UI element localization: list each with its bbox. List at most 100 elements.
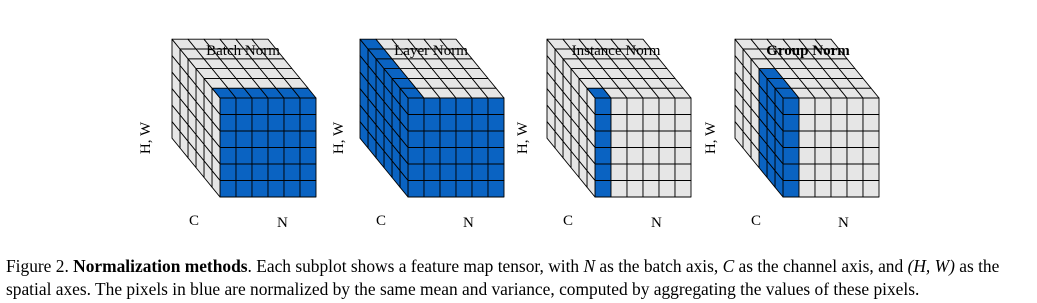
caption-var-c: C [722,256,735,276]
front-cell [674,147,692,165]
front-cell [626,130,644,148]
front-cell [283,163,301,181]
front-cell [471,163,489,181]
front-cell [487,147,505,165]
caption-var-hw: (H, W) [907,256,955,276]
top-cell [626,38,652,50]
front-cell [658,97,676,115]
front-cell [814,147,832,165]
front-cell [455,147,473,165]
front-cell [439,130,457,148]
front-cell [439,147,457,165]
caption-bold-title: Normalization methods [73,256,248,276]
side-cell [171,121,181,149]
front-cell [798,114,816,132]
front-cell [251,163,269,181]
front-cell [267,114,285,132]
front-cell [423,180,441,198]
tensor-cube [359,38,505,198]
front-cell [594,180,612,198]
front-cell [283,97,301,115]
front-cell [407,163,425,181]
front-cell [471,147,489,165]
front-cell [862,130,880,148]
front-cell [610,163,628,181]
front-cell [782,114,800,132]
front-cell [798,147,816,165]
front-cell [846,147,864,165]
caption-prefix: Figure 2. [6,256,74,276]
axis-label-n: N [651,215,662,231]
front-cell [658,163,676,181]
front-cell [626,97,644,115]
front-cell [814,114,832,132]
front-cell [798,180,816,198]
front-cell [798,130,816,148]
top-cell [251,38,277,50]
front-cell [251,130,269,148]
front-cell [846,130,864,148]
front-cell [267,97,285,115]
front-cell [407,97,425,115]
front-cell [798,97,816,115]
front-cell [862,180,880,198]
front-cell [219,147,237,165]
front-cell [455,97,473,115]
front-cell [658,180,676,198]
front-cell [439,163,457,181]
front-cell [299,130,317,148]
front-cell [846,180,864,198]
caption-text: . Each subplot shows a feature map tenso… [247,256,584,276]
front-cell [594,163,612,181]
front-cell [267,163,285,181]
axis-label-c: C [376,213,387,229]
front-cell [455,130,473,148]
panel-title-layer-norm: Layer Norm [394,43,468,59]
front-cell [251,97,269,115]
front-cell [267,147,285,165]
front-cell [674,180,692,198]
front-cell [299,97,317,115]
panel-title-group-norm: Group Norm [766,43,850,59]
front-cell [610,97,628,115]
front-cell [267,130,285,148]
caption-var-n: N [583,256,596,276]
front-cell [423,97,441,115]
side-cell [734,121,744,149]
front-cell [235,147,253,165]
front-cell [610,180,628,198]
front-cell [299,147,317,165]
front-cell [219,114,237,132]
front-cell [674,97,692,115]
front-cell [407,180,425,198]
front-cell [219,180,237,198]
front-cell [862,97,880,115]
front-cell [283,180,301,198]
front-cell [674,114,692,132]
front-cell [594,114,612,132]
top-cell [439,38,465,50]
front-cell [471,130,489,148]
front-cell [439,97,457,115]
front-cell [830,180,848,198]
top-cell [814,38,840,50]
front-cell [407,130,425,148]
front-cell [846,97,864,115]
axis-label-hw: H, W [331,121,348,155]
front-cell [455,163,473,181]
front-cell [830,97,848,115]
front-cell [626,163,644,181]
front-cell [251,114,269,132]
tensor-cube [734,38,880,198]
caption-text: as the channel axis, and [734,256,908,276]
front-cell [219,97,237,115]
front-cell [594,130,612,148]
front-cell [814,163,832,181]
front-cell [782,180,800,198]
front-cell [610,130,628,148]
axis-label-n: N [838,215,849,231]
front-cell [299,180,317,198]
front-cell [487,163,505,181]
front-cell [798,163,816,181]
